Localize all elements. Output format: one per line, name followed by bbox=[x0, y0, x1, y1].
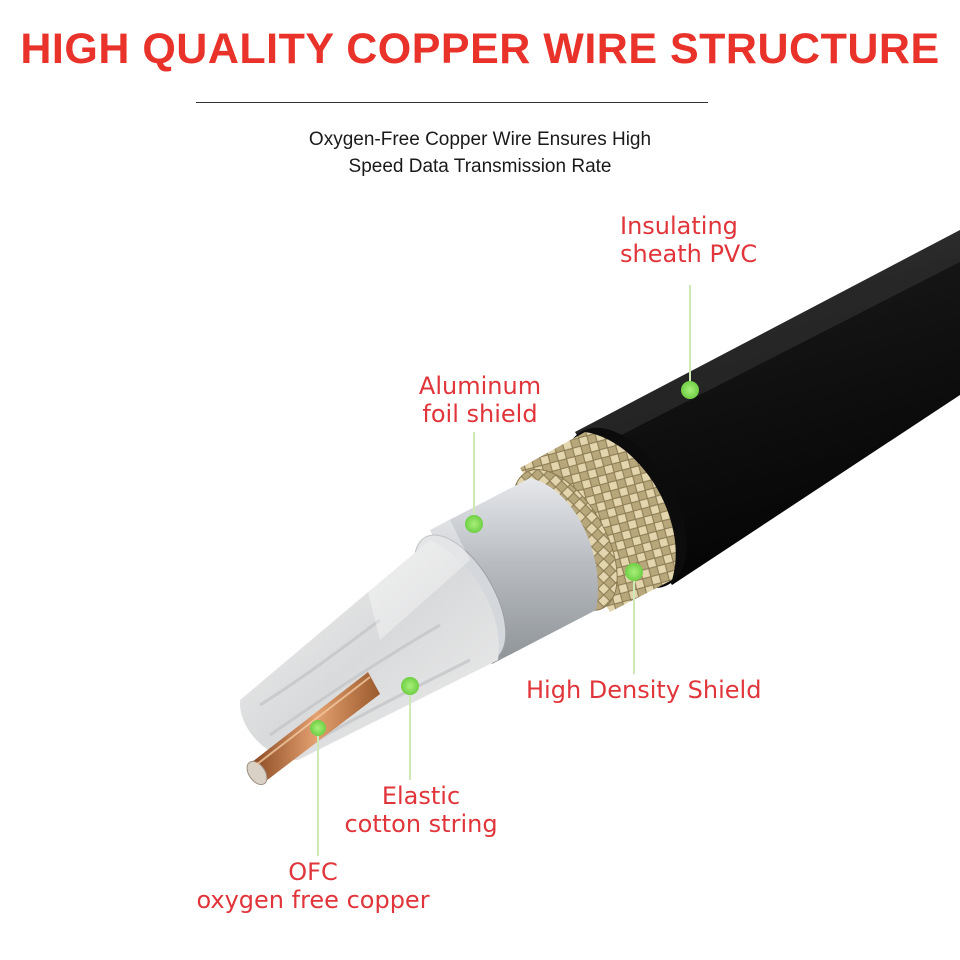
label-insulating-sheath: Insulating sheath PVC bbox=[620, 212, 757, 268]
marker-ofc bbox=[310, 720, 326, 736]
label-ofc: OFC oxygen free copper bbox=[188, 858, 438, 914]
marker-foil bbox=[465, 515, 483, 533]
subtitle: Oxygen-Free Copper Wire Ensures High Spe… bbox=[180, 126, 780, 180]
label-sheath-line-1: Insulating bbox=[620, 212, 738, 240]
label-cotton-line-1: Elastic bbox=[381, 782, 461, 810]
label-elastic-cotton: Elastic cotton string bbox=[336, 782, 506, 838]
markers bbox=[310, 381, 699, 736]
cotton-wrap bbox=[239, 520, 499, 760]
label-shield-line-1: High Density Shield bbox=[526, 676, 762, 704]
title-divider bbox=[196, 102, 708, 103]
marker-cotton bbox=[401, 677, 419, 695]
leader-lines bbox=[317, 285, 691, 856]
marker-sheath bbox=[681, 381, 699, 399]
subtitle-line-1: Oxygen-Free Copper Wire Ensures High bbox=[308, 129, 652, 150]
label-aluminum-foil: Aluminum foil shield bbox=[400, 372, 560, 428]
label-cotton-line-2: cotton string bbox=[344, 810, 498, 838]
label-high-density-shield: High Density Shield bbox=[526, 676, 761, 704]
marker-shield bbox=[625, 563, 643, 581]
label-ofc-line-2: oxygen free copper bbox=[196, 886, 430, 914]
label-foil-line-2: foil shield bbox=[422, 400, 538, 428]
page-title: HIGH QUALITY COPPER WIRE STRUCTURE bbox=[20, 25, 940, 73]
label-ofc-line-1: OFC bbox=[288, 858, 338, 886]
subtitle-line-2: Speed Data Transmission Rate bbox=[348, 156, 612, 177]
label-sheath-line-2: sheath PVC bbox=[620, 240, 758, 268]
label-foil-line-1: Aluminum bbox=[418, 372, 542, 400]
